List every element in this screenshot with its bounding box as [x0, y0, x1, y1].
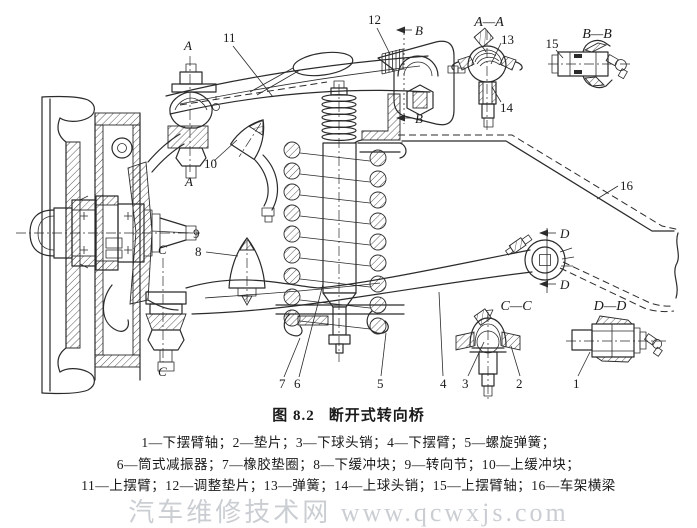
hub-spindle: [16, 195, 200, 271]
figure-name: 断开式转向桥: [328, 408, 425, 424]
view-aa-title: A—A: [473, 15, 504, 30]
upper-ball-joint: [167, 63, 217, 179]
callout-13: 13: [501, 32, 514, 47]
technical-drawing: A A B B: [16, 12, 681, 400]
figure-caption: 图 8.2 断开式转向桥 1—下摆臂轴；2—垫片；3—下球头销；4—下摆臂；5—螺…: [0, 404, 697, 497]
callout-15: 15: [546, 36, 559, 51]
detail-view-dd: D—D: [566, 299, 666, 363]
callout-11: 11: [223, 30, 236, 45]
shock-absorber: [321, 80, 407, 362]
section-b-bottom-label: B: [415, 111, 423, 126]
callout-8: 8: [195, 244, 202, 259]
upper-arm-pivot-bracket: [377, 40, 466, 126]
upper-control-arm: [165, 51, 431, 115]
section-a-bottom-label: A: [184, 174, 193, 189]
section-c-bottom-label: C: [158, 364, 167, 379]
section-a-top-label: A: [183, 38, 192, 53]
section-d-top-label: D: [559, 226, 570, 241]
callouts: 11 12 10 9 8 16 7 6 5 4 3 2 1: [151, 12, 634, 391]
site-watermark: 汽车维修技术网 www.qcwxjs.com: [128, 498, 569, 527]
section-line-d: D D: [539, 226, 570, 293]
section-line-c: C C: [158, 242, 167, 379]
callout-16: 16: [620, 178, 634, 193]
callout-9: 9: [193, 226, 200, 241]
callout-12: 12: [368, 12, 381, 27]
view-cc-title: C—C: [500, 299, 532, 314]
section-c-top-label: C: [158, 242, 167, 257]
upper-bump-stop: [230, 119, 279, 223]
figure-number: 图 8.2: [272, 408, 315, 424]
detail-view-bb: B—B 15: [546, 27, 632, 89]
legend-line-3: 11—上摆臂；12—调整垫片；13—弹簧；14—上球头销；15—上摆臂轴；16—…: [81, 478, 616, 493]
detail-view-aa: A—A 13 14: [451, 15, 523, 132]
section-b-top-label: B: [415, 23, 423, 38]
callout-4: 4: [440, 376, 447, 391]
adjustment-shims: [381, 48, 404, 75]
frame-cross-member: [350, 93, 681, 313]
legend-line-1: 1—下摆臂轴；2—垫片；3—下球头销；4—下摆臂；5—螺旋弹簧；: [141, 435, 556, 450]
lower-bump-stop: [228, 237, 266, 306]
callout-5: 5: [377, 376, 384, 391]
lower-spring-seat: [275, 304, 405, 337]
lower-ball-joint: [145, 291, 187, 372]
callout-1: 1: [573, 376, 580, 391]
parts-legend: 1—下摆臂轴；2—垫片；3—下球头销；4—下摆臂；5—螺旋弹簧； 6—筒式减振器…: [0, 432, 697, 497]
section-line-b: B B: [396, 23, 423, 126]
legend-line-2: 6—筒式减振器；7—橡胶垫圈；8—下缓冲块；9—转向节；10—上缓冲块；: [116, 456, 581, 472]
callout-14: 14: [500, 100, 514, 115]
view-dd-title: D—D: [593, 299, 627, 314]
callout-3: 3: [462, 376, 469, 391]
wheel-rim: [41, 95, 95, 395]
callout-10: 10: [204, 156, 217, 171]
coil-spring: [283, 141, 387, 335]
callout-2: 2: [516, 376, 523, 391]
view-bb-title: B—B: [582, 27, 612, 42]
section-d-bottom-label: D: [559, 277, 570, 292]
lower-control-arm: [185, 234, 575, 315]
callout-6: 6: [294, 376, 301, 391]
section-line-a: A A: [183, 38, 193, 189]
detail-view-cc: C—C: [455, 299, 532, 400]
callout-7: 7: [279, 376, 286, 391]
figure-title: 图 8.2 断开式转向桥: [0, 404, 697, 425]
